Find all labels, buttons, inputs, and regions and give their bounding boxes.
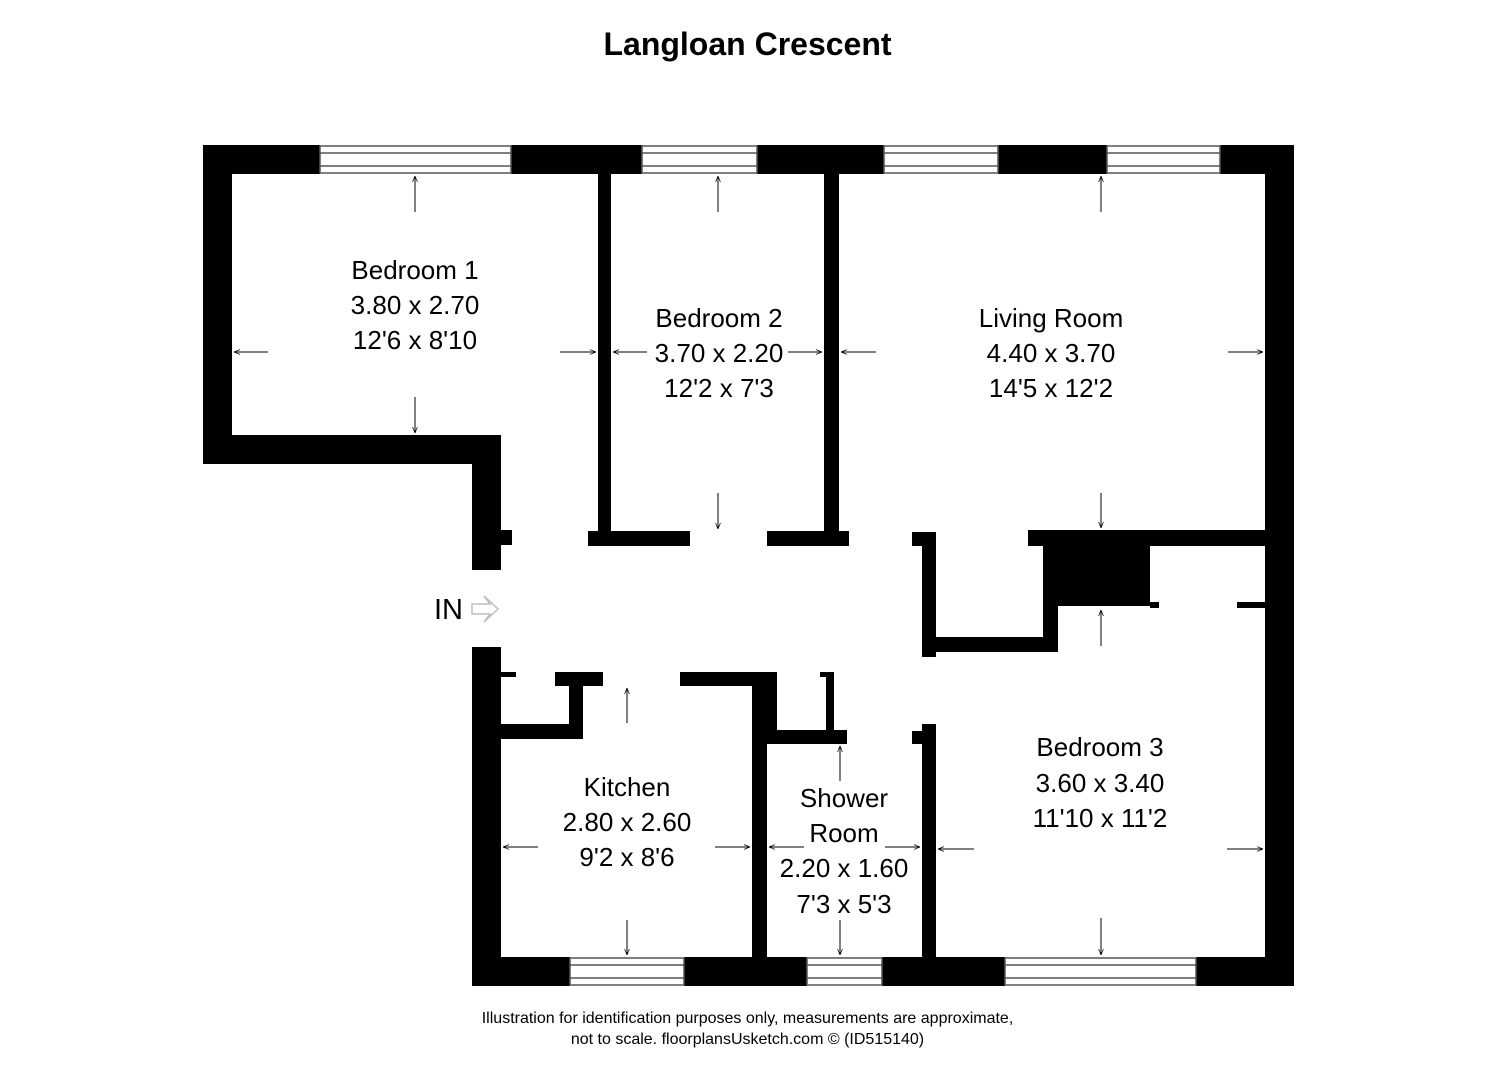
windows [319, 145, 1221, 986]
room-living-room: Living Room 4.40 x 3.70 14'5 x 12'2 [979, 303, 1124, 403]
wall-shower-cupboard-b [826, 672, 834, 744]
window-bed3 [1004, 957, 1197, 986]
room-shower-room: Shower Room 2.20 x 1.60 7'3 x 5'3 [780, 783, 909, 919]
wall-bottom-1 [472, 957, 570, 986]
room-imperial: 14'5 x 12'2 [989, 373, 1113, 403]
window-living-1 [883, 145, 999, 174]
wall-living-bottom [1028, 530, 1294, 546]
window-living-2 [1106, 145, 1221, 174]
wall-bed2-living [824, 174, 839, 546]
wall-right-upper [1265, 145, 1294, 546]
window-bed1 [319, 145, 512, 174]
wall-top-3 [757, 145, 884, 174]
window-shower [806, 957, 883, 986]
window-bed2 [641, 145, 758, 174]
wall-kitchen-cupboard-right [569, 672, 583, 739]
wall-kitchen-cupboard-bottom [501, 724, 583, 739]
room-name: Bedroom 1 [351, 255, 478, 285]
disclaimer-line-2: not to scale. floorplansUsketch.com © (I… [570, 1031, 925, 1048]
wall-cupboard-right [1043, 546, 1058, 652]
wall-bed2-bottom-a [588, 531, 690, 546]
room-imperial: 12'2 x 7'3 [664, 373, 774, 403]
room-metric: 2.80 x 2.60 [563, 807, 692, 837]
wall-shower-bed3 [922, 724, 936, 986]
room-name: Bedroom 2 [655, 303, 782, 333]
wall-cupboard-stub [912, 532, 936, 546]
wall-left-bed1 [203, 145, 232, 464]
room-metric: 3.70 x 2.20 [655, 338, 784, 368]
wall-chimney-stub [1150, 602, 1159, 608]
wall-shower-cupboard-a [767, 672, 777, 744]
wall-top-2 [511, 145, 642, 174]
room-name-line2: Room [809, 818, 878, 848]
wall-hall-left-lower [472, 647, 501, 986]
room-bedroom-1: Bedroom 1 3.80 x 2.70 12'6 x 8'10 [351, 255, 480, 355]
wall-bottom-2 [684, 957, 807, 986]
room-name: Kitchen [584, 772, 671, 802]
wall-bed1-bed2 [598, 174, 611, 545]
disclaimer: Illustration for identification purposes… [0, 1008, 1495, 1050]
wall-right-mid [1265, 546, 1294, 607]
wall-bottom-3 [882, 957, 1005, 986]
room-name: Living Room [979, 303, 1124, 333]
wall-bottom-4 [1196, 957, 1294, 986]
disclaimer-line-1: Illustration for identification purposes… [481, 1010, 1014, 1027]
room-metric: 2.20 x 1.60 [780, 853, 909, 883]
wall-bed3-top-stub [1237, 602, 1267, 608]
wall-kitchen-shower [752, 672, 767, 986]
room-name: Bedroom 3 [1036, 732, 1163, 762]
room-imperial: 7'3 x 5'3 [796, 889, 891, 919]
wall-top-4 [998, 145, 1107, 174]
wall-cupboard-bottom [922, 637, 1058, 652]
room-metric: 4.40 x 3.70 [987, 338, 1116, 368]
room-bedroom-2: Bedroom 2 3.70 x 2.20 12'2 x 7'3 [655, 303, 784, 403]
walls [203, 145, 1294, 986]
wall-right-lower [1265, 607, 1294, 985]
room-bedroom-3: Bedroom 3 3.60 x 3.40 11'10 x 11'2 [1033, 732, 1168, 833]
wall-shower-bed3-stub [912, 731, 936, 744]
wall-shower-top [767, 730, 847, 744]
arrow-right-icon [471, 595, 500, 623]
entrance-label: IN [434, 594, 463, 626]
room-imperial: 12'6 x 8'10 [353, 325, 477, 355]
wall-bed1-bottom [203, 435, 501, 464]
wall-kitchen-top-a [501, 672, 516, 677]
room-metric: 3.60 x 3.40 [1036, 768, 1165, 798]
room-imperial: 9'2 x 8'6 [579, 842, 674, 872]
wall-kitchen-top-b [555, 672, 603, 686]
window-kitchen [569, 957, 685, 986]
dimension-arrows [234, 176, 1263, 955]
wall-hall-left-upper [472, 435, 501, 570]
room-name-line1: Shower [800, 783, 888, 813]
wall-shower-cupboard-c [820, 672, 834, 677]
entrance-marker: IN [434, 594, 500, 626]
plan-title: Langloan Crescent [603, 26, 892, 62]
room-imperial: 11'10 x 11'2 [1033, 803, 1168, 833]
chimney-breast [1043, 546, 1150, 606]
room-kitchen: Kitchen 2.80 x 2.60 9'2 x 8'6 [563, 772, 692, 872]
wall-hall-stub-1 [501, 530, 512, 545]
wall-cupboard-left [922, 532, 936, 657]
room-metric: 3.80 x 2.70 [351, 290, 480, 320]
